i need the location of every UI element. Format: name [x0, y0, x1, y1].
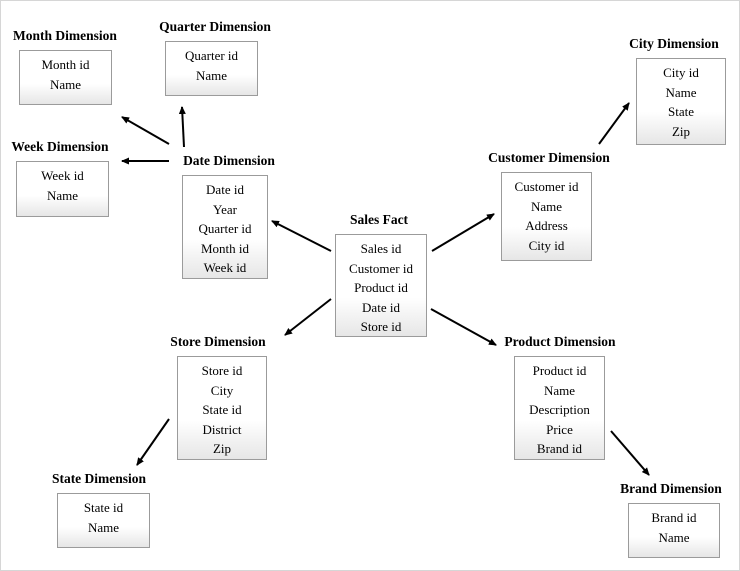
product-dimension-title: Product Dimension [504, 334, 616, 349]
store-dimension-title: Store Dimension [170, 334, 266, 349]
product-field-brand-id: Brand id [536, 441, 583, 456]
quarter-field-name: Name [195, 67, 228, 83]
customer-field-address: Address [525, 218, 568, 233]
sales-fact-title: Sales Fact [349, 212, 409, 227]
city-field-name: Name [665, 84, 697, 100]
arrow-product-to-brand [610, 430, 650, 476]
store-field-district: District [202, 421, 242, 437]
date-dimension-box: Date id Year Quarter id Month id Week id [182, 175, 268, 279]
week-dimension-box: Week id Name [16, 161, 109, 217]
brand-field-name: Name [658, 529, 690, 545]
arrow-customer-to-city [598, 102, 630, 145]
product-field-name: Name [543, 382, 576, 398]
store-field-state-id: State id [202, 402, 242, 417]
customer-dimension-title: Customer Dimension [488, 150, 610, 165]
sales-field-product-id: Product id [354, 280, 408, 295]
date-field-quarter-id: Quarter id [198, 221, 252, 236]
month-field-month-id: Month id [41, 57, 90, 72]
store-field-city: City [210, 382, 234, 398]
date-field-week-id: Week id [203, 260, 247, 275]
store-dimension-box: Store id City State id District Zip [177, 356, 267, 460]
city-field-zip: Zip [671, 123, 691, 139]
sales-field-date-id: Date id [362, 299, 400, 315]
brand-field-brand-id: Brand id [651, 510, 697, 525]
date-field-month-id: Month id [200, 240, 250, 256]
sales-field-store-id: Store id [360, 319, 402, 334]
state-dimension-box: State id Name [57, 493, 150, 548]
quarter-dimension-title: Quarter Dimension [159, 19, 271, 34]
arrow-date-to-quarter [178, 106, 186, 148]
date-dimension-title: Date Dimension [183, 153, 275, 168]
arrow-date-to-month [121, 116, 170, 145]
month-dimension-box: Month id Name [19, 50, 112, 105]
date-field-date-id: Date id [206, 182, 244, 197]
product-dimension-box: Product id Name Description Price Brand … [514, 356, 605, 460]
city-field-state: State [668, 104, 694, 119]
week-dimension-title: Week Dimension [11, 139, 109, 154]
date-field-year: Year [213, 201, 237, 217]
sales-field-customer-id: Customer id [349, 260, 413, 276]
sales-fact-box: Sales id Customer id Product id Date id … [335, 234, 427, 337]
store-field-zip: Zip [212, 441, 232, 456]
customer-field-city-id: City id [528, 237, 565, 253]
customer-field-name: Name [530, 198, 563, 214]
product-field-price: Price [546, 421, 573, 437]
quarter-field-quarter-id: Quarter id [184, 48, 239, 63]
arrow-sales-to-product [430, 308, 497, 346]
arrow-store-to-state [136, 418, 170, 466]
arrow-sales-to-store [284, 298, 332, 336]
city-field-city-id: City id [663, 65, 699, 80]
arrow-sales-to-date [271, 220, 332, 252]
month-dimension-title: Month Dimension [13, 28, 117, 43]
brand-dimension-title: Brand Dimension [620, 481, 722, 496]
state-field-name: Name [87, 519, 120, 535]
customer-dimension-box: Customer id Name Address City id [501, 172, 592, 261]
state-field-state-id: State id [83, 500, 124, 515]
city-dimension-title: City Dimension [629, 36, 719, 51]
brand-dimension-box: Brand id Name [628, 503, 720, 558]
state-dimension-title: State Dimension [51, 471, 147, 486]
week-field-name: Name [46, 187, 79, 203]
arrow-sales-to-customer [431, 213, 495, 252]
week-field-week-id: Week id [41, 168, 84, 183]
customer-field-customer-id: Customer id [514, 179, 579, 194]
sales-field-sales-id: Sales id [360, 241, 402, 256]
city-dimension-box: City id Name State Zip [636, 58, 726, 145]
quarter-dimension-box: Quarter id Name [165, 41, 258, 96]
month-field-name: Name [49, 76, 82, 92]
product-field-product-id: Product id [532, 363, 587, 378]
store-field-store-id: Store id [201, 363, 243, 378]
product-field-description: Description [529, 402, 590, 417]
